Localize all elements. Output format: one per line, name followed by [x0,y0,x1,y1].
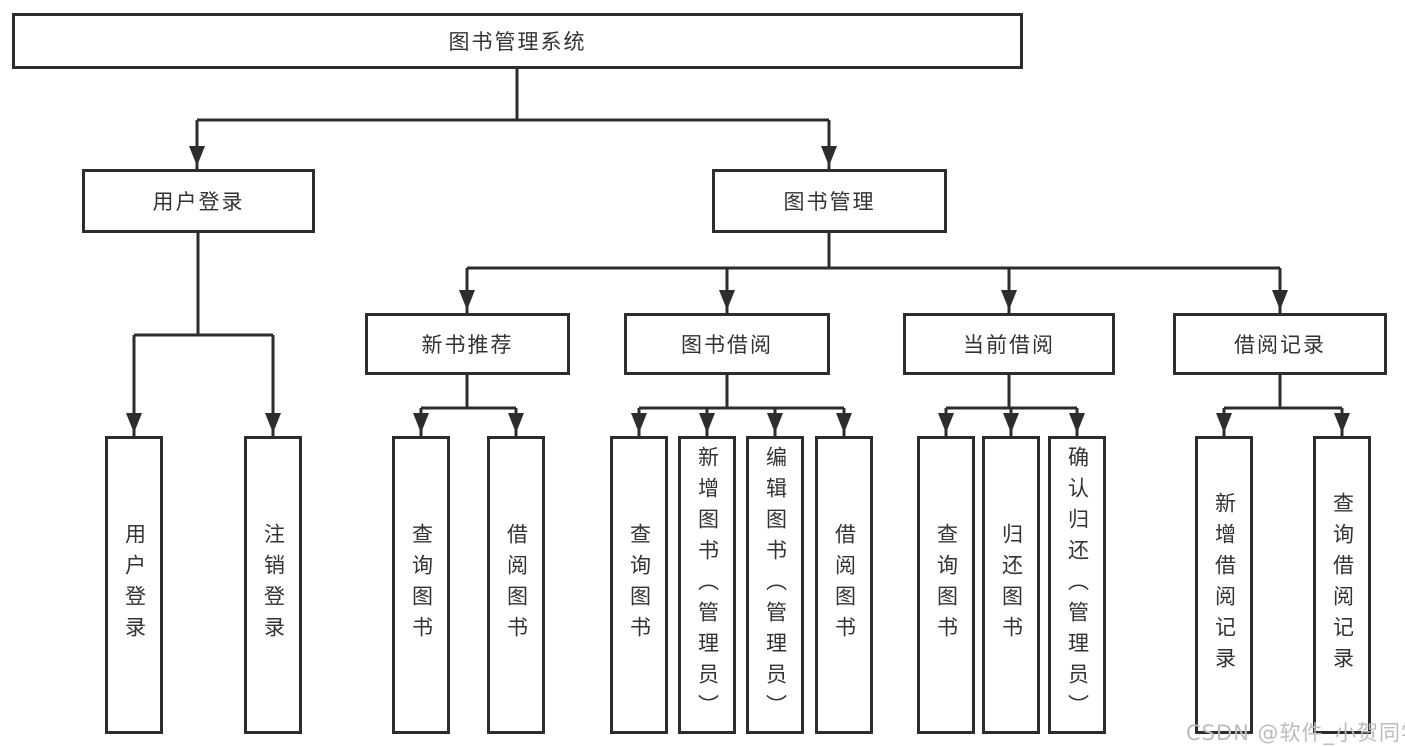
node-label: 图书借阅 [681,333,773,357]
leaf-query-books-recommend: 查询图书 [392,436,450,734]
node-book-management: 图书管理 [712,169,947,233]
leaf-query-books-borrow: 查询图书 [610,436,668,734]
node-label: 查询图书 [934,523,959,647]
leaf-borrow-books: 借阅图书 [815,436,873,734]
leaf-return-books: 归还图书 [982,436,1040,734]
node-label: 编辑图书（管理员） [763,445,788,725]
node-label: 归还图书 [999,523,1024,647]
node-label: 图书管理 [783,190,876,214]
csdn-watermark: CSDN @软件_小贺同学 [1186,721,1405,745]
leaf-query-borrow-record: 查询借阅记录 [1313,436,1371,734]
node-label: 图书管理系统 [448,30,587,54]
node-label: 借阅图书 [504,523,529,647]
node-label: 查询借阅记录 [1330,492,1355,678]
node-label: 用户登录 [152,190,245,214]
node-label: 注销登录 [261,523,286,647]
node-label: 新增图书（管理员） [695,445,720,725]
leaf-confirm-return-admin: 确认归还（管理员） [1048,436,1106,734]
node-label: 新书推荐 [421,333,514,357]
node-new-book-recommendation: 新书推荐 [365,313,570,375]
leaf-user-login: 用户登录 [105,436,163,734]
node-label: 查询图书 [627,523,652,647]
leaf-edit-book-admin: 编辑图书（管理员） [746,436,804,734]
leaf-add-book-admin: 新增图书（管理员） [678,436,736,734]
leaf-borrow-books-recommend: 借阅图书 [487,436,545,734]
node-label: 新增借阅记录 [1212,492,1237,678]
node-current-borrowing: 当前借阅 [903,313,1115,375]
node-book-borrowing: 图书借阅 [624,313,830,375]
node-label: 查询图书 [409,523,434,647]
node-library-management-system: 图书管理系统 [12,13,1023,69]
node-label: 借阅记录 [1234,333,1326,357]
node-user-login: 用户登录 [82,169,315,233]
arrowheads [126,146,1350,433]
connector-path [132,69,1344,436]
leaf-add-borrow-record: 新增借阅记录 [1195,436,1253,734]
node-label: 用户登录 [122,523,147,647]
node-borrowing-records: 借阅记录 [1173,313,1387,375]
leaf-query-books-current: 查询图书 [917,436,975,734]
leaf-logout: 注销登录 [244,436,302,734]
node-label: 确认归还（管理员） [1065,445,1090,725]
node-label: 当前借阅 [963,333,1055,357]
node-label: 借阅图书 [832,523,857,647]
